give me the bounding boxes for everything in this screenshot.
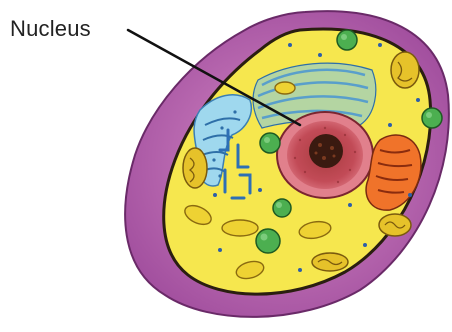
nucleus: [277, 112, 373, 198]
nucleolus: [309, 134, 343, 168]
nucleus-label: Nucleus: [10, 16, 91, 42]
